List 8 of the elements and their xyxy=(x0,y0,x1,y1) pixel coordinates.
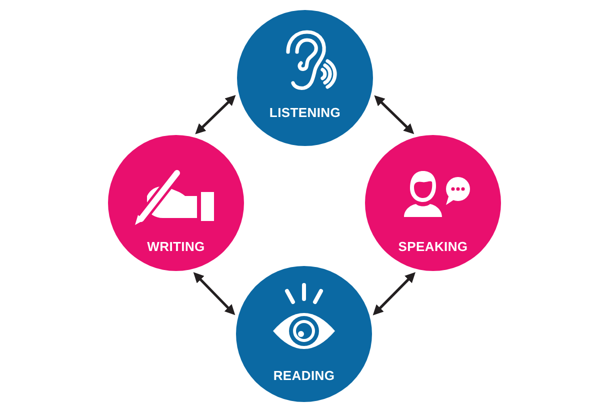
double-arrow xyxy=(195,95,236,134)
skill-label: WRITING xyxy=(147,239,205,255)
double-arrow xyxy=(374,95,414,134)
skill-label: READING xyxy=(273,368,335,384)
double-arrow xyxy=(372,272,416,316)
skill-label: SPEAKING xyxy=(398,239,468,255)
skill-label: LISTENING xyxy=(269,105,341,121)
double-arrow xyxy=(193,272,236,316)
